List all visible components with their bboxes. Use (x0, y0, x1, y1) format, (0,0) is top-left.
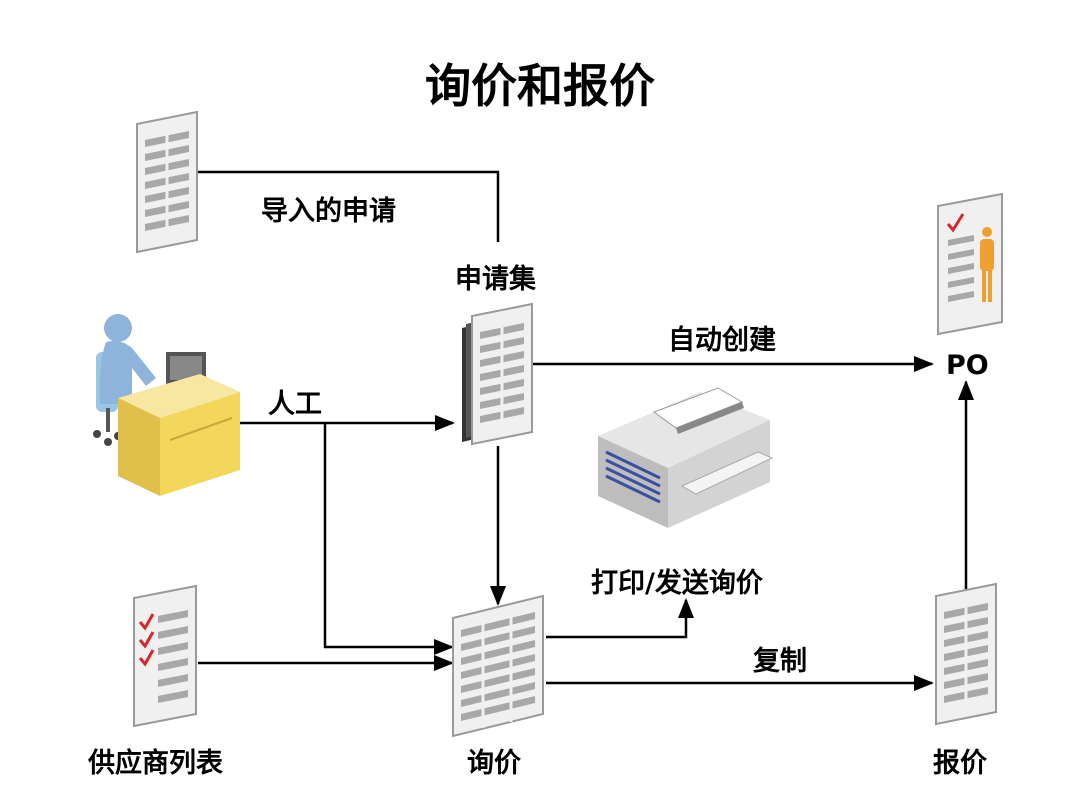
line-imported-to-pool (198, 170, 500, 242)
requisition-pool-stack-icon (462, 302, 534, 446)
label-po: PO (946, 350, 989, 381)
label-imported-requisitions: 导入的申请 (261, 196, 396, 227)
label-manual: 人工 (268, 389, 322, 420)
label-supplier-list: 供应商列表 (88, 748, 223, 779)
arrow-manual-to-rfq (323, 423, 454, 655)
connector-lines (198, 170, 974, 691)
po-document-icon (937, 192, 1003, 336)
label-requisition-pool: 申请集 (455, 264, 536, 295)
arrow-rfq-to-print (546, 598, 694, 639)
label-print-send-rfq: 打印/发送询价 (591, 568, 763, 599)
label-rfq: 询价 (467, 748, 521, 779)
label-quotation: 报价 (933, 748, 987, 779)
imported-requisition-doc-icon (135, 110, 199, 254)
label-autocreate: 自动创建 (668, 325, 776, 356)
printer-icon (598, 387, 774, 528)
supplier-list-doc-icon (133, 584, 197, 728)
rfq-document-icon (452, 594, 544, 738)
person-at-desk-icon (93, 314, 240, 496)
label-copy: 复制 (753, 646, 807, 677)
quotation-document-icon (934, 582, 998, 726)
diagram-title: 询价和报价 (425, 59, 655, 113)
